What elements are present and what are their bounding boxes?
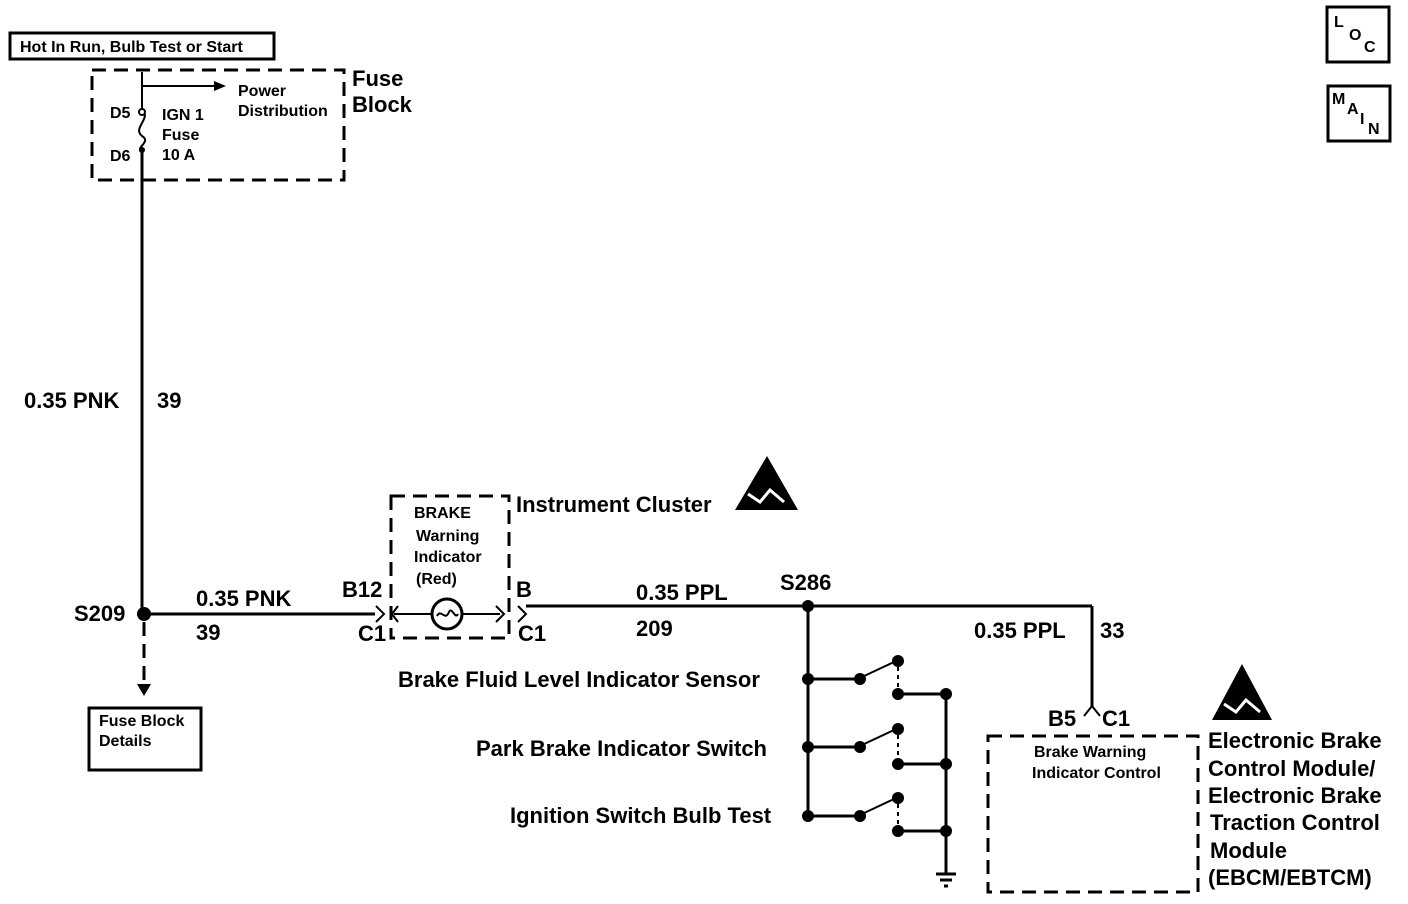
fuse-label-3: 10 A bbox=[162, 147, 196, 164]
ebcm-esd-icon bbox=[1212, 664, 1272, 720]
loc-icon[interactable]: L O C bbox=[1325, 5, 1391, 64]
indicator-label-4: (Red) bbox=[416, 571, 457, 588]
wire-pnk-vertical-circuit: 39 bbox=[157, 388, 181, 413]
main-icon-m: M bbox=[1332, 91, 1345, 108]
fuse-pin-bottom: D6 bbox=[110, 148, 131, 165]
ebcm-pin-b5: B5 bbox=[1048, 706, 1076, 731]
loc-icon-o: O bbox=[1349, 27, 1361, 44]
ebcm-control-label-1: Brake Warning bbox=[1034, 744, 1146, 761]
loc-icon-c: C bbox=[1364, 39, 1376, 56]
ebcm-title-1: Electronic Brake bbox=[1208, 728, 1382, 753]
ebcm-title-3: Electronic Brake bbox=[1208, 783, 1382, 808]
ebcm-title-2: Control Module/ bbox=[1208, 756, 1375, 781]
main-icon-a: A bbox=[1347, 101, 1359, 118]
fuse-label-2: Fuse bbox=[162, 127, 199, 144]
main-icon-n: N bbox=[1368, 121, 1380, 138]
main-icon[interactable]: M A I N bbox=[1326, 84, 1392, 143]
wire-ppl-circuit: 209 bbox=[636, 616, 673, 641]
ebcm-title-5: Module bbox=[1210, 838, 1287, 863]
fuse-symbol-icon bbox=[138, 86, 147, 153]
connector-right-inner-icon bbox=[495, 605, 506, 623]
header-box bbox=[8, 31, 276, 61]
connector-right-icon bbox=[517, 605, 528, 623]
header-label: Hot In Run, Bulb Test or Start bbox=[20, 39, 243, 56]
switch-fluid-level-label: Brake Fluid Level Indicator Sensor bbox=[398, 667, 760, 692]
ebcm-title-6: (EBCM/EBTCM) bbox=[1208, 865, 1372, 890]
fuse-label-1: IGN 1 bbox=[162, 107, 204, 124]
power-distribution-wire bbox=[141, 72, 214, 87]
fuse-block-details-box[interactable] bbox=[87, 706, 203, 772]
main-icon-i: I bbox=[1360, 111, 1364, 128]
power-distribution-1: Power bbox=[238, 83, 286, 100]
wire-ppl-right-size: 0.35 PPL bbox=[974, 618, 1066, 643]
ebcm-connector-icon bbox=[1083, 704, 1101, 717]
wire-pnk-vertical-size: 0.35 PNK bbox=[24, 388, 119, 413]
switch-ignition-bulb-test: Ignition Switch Bulb Test bbox=[510, 792, 952, 837]
power-arrow-icon bbox=[214, 81, 226, 91]
conn-left-c1: C1 bbox=[358, 621, 386, 646]
pin-b12: B12 bbox=[342, 577, 382, 602]
wire-ppl-right-circuit: 33 bbox=[1100, 618, 1124, 643]
fuse-pin-top: D5 bbox=[110, 105, 131, 122]
conn-right-c1: C1 bbox=[518, 621, 546, 646]
indicator-label-3: Indicator bbox=[414, 549, 482, 566]
splice-s209-label: S209 bbox=[74, 601, 125, 626]
bulb-filament-icon bbox=[436, 609, 459, 617]
wire-pnk-horizontal-size: 0.35 PNK bbox=[196, 586, 291, 611]
fuse-block-outline bbox=[90, 68, 346, 182]
switch-park-brake: Park Brake Indicator Switch bbox=[476, 723, 952, 770]
switch-park-brake-label: Park Brake Indicator Switch bbox=[476, 736, 767, 761]
fuse-terminal-top bbox=[138, 108, 146, 116]
ebcm-outline bbox=[986, 734, 1200, 894]
wire-ppl-size: 0.35 PPL bbox=[636, 580, 728, 605]
switch-fluid-level: Brake Fluid Level Indicator Sensor bbox=[398, 655, 952, 700]
power-distribution-2: Distribution bbox=[238, 103, 328, 120]
ebcm-conn-c1: C1 bbox=[1102, 706, 1130, 731]
ebcm-control-label-2: Indicator Control bbox=[1032, 765, 1161, 782]
connector-left-inner-icon bbox=[390, 605, 399, 623]
wire-pnk-horizontal-circuit: 39 bbox=[196, 620, 220, 645]
switch-ignition-bulb-label: Ignition Switch Bulb Test bbox=[510, 803, 772, 828]
indicator-label-1: BRAKE bbox=[414, 505, 471, 522]
connector-left-icon bbox=[375, 605, 386, 623]
indicator-label-2: Warning bbox=[416, 528, 479, 545]
ground-icon bbox=[936, 872, 956, 888]
splice-s286-label: S286 bbox=[780, 570, 831, 595]
instrument-cluster-outline bbox=[389, 494, 511, 640]
fuse-block-details-2: Details bbox=[99, 733, 152, 750]
fuse-details-arrow-icon bbox=[137, 684, 151, 696]
fuse-block-title-1: Fuse bbox=[352, 66, 403, 91]
esd-icon bbox=[735, 456, 798, 510]
loc-icon-l: L bbox=[1334, 14, 1344, 31]
pin-b: B bbox=[516, 577, 532, 602]
ebcm-title-4: Traction Control bbox=[1210, 810, 1380, 835]
fuse-block-details-1: Fuse Block bbox=[99, 713, 184, 730]
fuse-block-title-2: Block bbox=[352, 92, 413, 117]
instrument-cluster-title: Instrument Cluster bbox=[516, 492, 712, 517]
